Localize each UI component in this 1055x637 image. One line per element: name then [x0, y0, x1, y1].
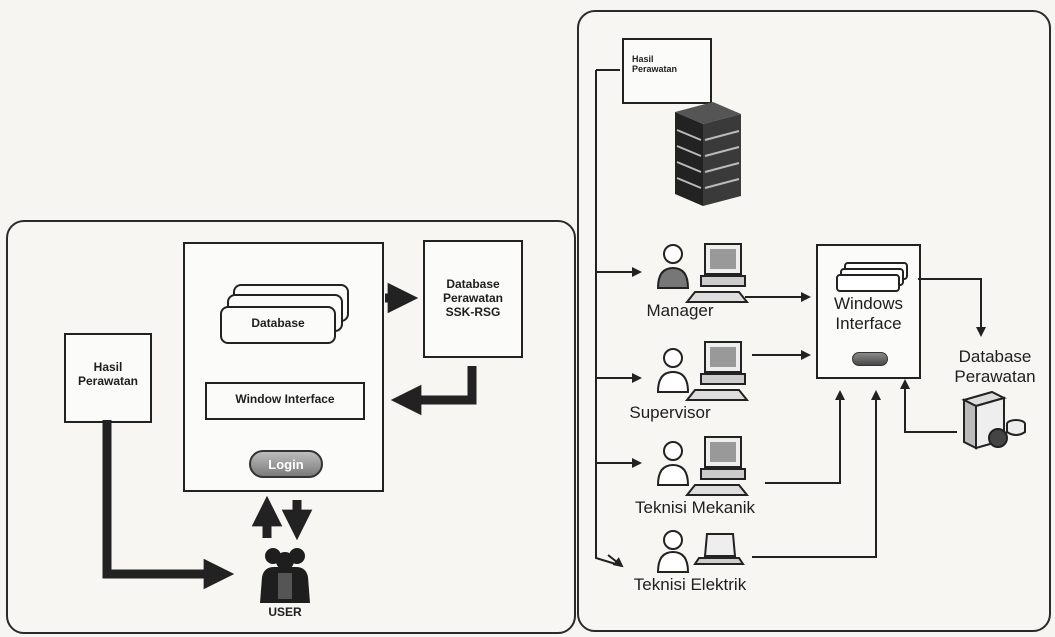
right-hasil-perawatan-label: Hasil Perawatan	[632, 54, 678, 75]
role-label-manager: Manager	[646, 301, 714, 320]
application-box: Database Window Interface Login	[183, 242, 384, 492]
user-group-icon	[260, 548, 310, 603]
window-interface-label: Window Interface	[235, 392, 335, 406]
manager-workstation-icon	[656, 243, 750, 303]
windows-interface-box: Windows Interface	[816, 244, 921, 379]
arrow-wi-to-db	[918, 278, 986, 337]
user-label: USER	[268, 605, 302, 619]
database-server-icon	[961, 390, 1026, 450]
supervisor-workstation-icon	[656, 341, 750, 401]
server-rack-icon	[675, 102, 741, 206]
window-interface-box: Window Interface	[205, 382, 365, 420]
teknisi-elektrik-workstation-icon	[656, 530, 745, 573]
right-hasil-perawatan-box: Hasil Perawatan	[622, 38, 712, 104]
role-label-teknisi-mekanik: Teknisi Mekanik	[635, 498, 755, 517]
role-label-teknisi-elektrik: Teknisi Elektrik	[633, 575, 747, 594]
database-perawatan-ssk-label: Database Perawatan SSK-RSG	[442, 277, 504, 319]
arrow-db-to-app	[390, 366, 477, 416]
arrow-bus-elektrik	[607, 554, 624, 568]
role-label-supervisor: Supervisor	[629, 403, 711, 422]
teknisi-mekanik-workstation-icon	[656, 436, 750, 496]
database-stack-front: Database	[220, 306, 336, 344]
windows-interface-label: Windows Interface	[834, 294, 903, 333]
windows-interface-login-pill[interactable]	[852, 352, 888, 366]
arrow-hasil-to-user	[102, 420, 235, 590]
database-perawatan-label: Database Perawatan	[954, 347, 1036, 386]
right-panel	[577, 10, 1051, 632]
hasil-perawatan-label: Hasil Perawatan	[77, 360, 139, 388]
arrow-elektrik-to-wi	[752, 390, 881, 558]
database-stack-label: Database	[251, 316, 305, 330]
database-perawatan-ssk-box: Database Perawatan SSK-RSG	[423, 240, 523, 358]
login-button[interactable]: Login	[249, 450, 323, 478]
hasil-perawatan-box: Hasil Perawatan	[64, 333, 152, 423]
windows-stack-front	[836, 274, 900, 292]
arrow-db-to-wi	[900, 379, 957, 433]
bus-vertical	[595, 70, 623, 567]
arrow-mekanik-to-wi	[765, 390, 845, 484]
